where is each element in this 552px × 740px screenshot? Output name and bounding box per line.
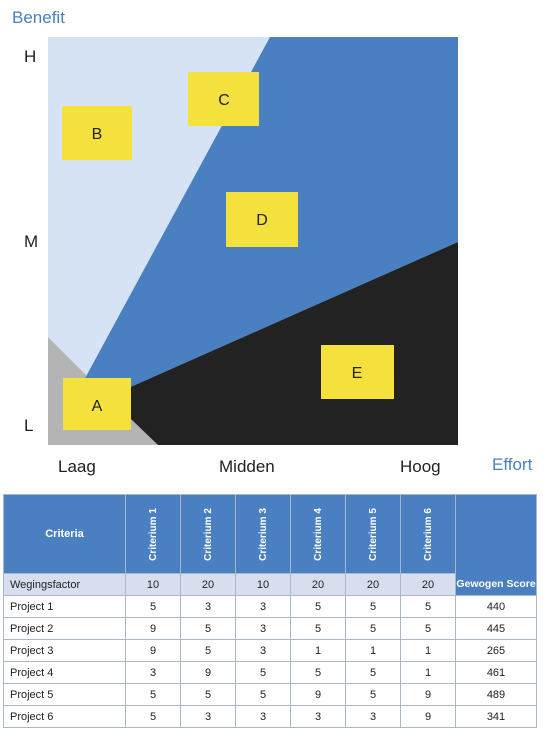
x-level-mid: Midden <box>219 457 275 476</box>
criterion-value: 5 <box>400 617 456 640</box>
box-b: B <box>62 106 132 160</box>
criterion-value: 5 <box>345 683 401 706</box>
criterion-value: 3 <box>290 705 346 728</box>
y-level-mid: M <box>24 232 39 251</box>
x-level-high: Hoog <box>400 457 441 476</box>
weighted-score: 341 <box>455 705 537 728</box>
weighted-score: 440 <box>455 595 537 618</box>
criterion-value: 9 <box>125 617 181 640</box>
criterion-value: 3 <box>235 705 291 728</box>
project-name: Project 2 <box>3 617 126 640</box>
x-axis-title: Effort <box>492 455 533 474</box>
criteria-table: Criteria Criterium 1 Criterium 2 Criteri… <box>3 494 537 728</box>
criterion-value: 3 <box>235 617 291 640</box>
criterion-value: 5 <box>180 639 236 662</box>
weighted-score: 265 <box>455 639 537 662</box>
criterion-value: 5 <box>290 595 346 618</box>
box-e-label: E <box>352 365 363 382</box>
weight-row: Wegingsfactor 10 20 10 20 20 20 <box>3 573 537 596</box>
project-name: Project 1 <box>3 595 126 618</box>
criterion-header-6: Criterium 6 <box>400 494 456 574</box>
criterion-header-1: Criterium 1 <box>125 494 181 574</box>
project-name: Project 3 <box>3 639 126 662</box>
project-name: Project 6 <box>3 705 126 728</box>
criterion-value: 5 <box>125 683 181 706</box>
criterion-value: 5 <box>345 661 401 684</box>
criterion-value: 3 <box>345 705 401 728</box>
project-name: Project 4 <box>3 661 126 684</box>
criterion-value: 5 <box>345 595 401 618</box>
criterion-value: 5 <box>290 661 346 684</box>
criterion-value: 5 <box>235 683 291 706</box>
criterion-value: 1 <box>290 639 346 662</box>
criterion-value: 9 <box>400 683 456 706</box>
criterion-value: 5 <box>235 661 291 684</box>
criterion-header-4: Criterium 4 <box>290 494 346 574</box>
criterion-value: 5 <box>180 683 236 706</box>
box-d-label: D <box>256 212 268 229</box>
criterion-value: 1 <box>400 661 456 684</box>
criterion-value: 5 <box>125 705 181 728</box>
criterion-value: 1 <box>400 639 456 662</box>
box-d: D <box>226 192 298 247</box>
box-a: A <box>63 378 131 430</box>
criterion-value: 3 <box>235 595 291 618</box>
criterion-value: 3 <box>235 639 291 662</box>
criteria-header: Criteria <box>3 494 126 574</box>
weight-cell: 10 <box>125 573 181 596</box>
weight-cell: 20 <box>345 573 401 596</box>
criterion-value: 1 <box>345 639 401 662</box>
score-header: Gewogen Score <box>455 494 537 596</box>
weight-cell: 20 <box>290 573 346 596</box>
criterion-value: 3 <box>125 661 181 684</box>
criterion-value: 3 <box>180 705 236 728</box>
box-c: C <box>188 72 259 126</box>
box-e: E <box>321 345 394 399</box>
weight-row-name: Wegingsfactor <box>3 573 126 596</box>
criterion-value: 3 <box>180 595 236 618</box>
weighted-score: 445 <box>455 617 537 640</box>
criterion-value: 5 <box>125 595 181 618</box>
y-axis-title: Benefit <box>12 8 65 27</box>
criterion-header-3: Criterium 3 <box>235 494 291 574</box>
y-level-high: H <box>24 47 37 66</box>
criterion-value: 9 <box>180 661 236 684</box>
criterion-value: 5 <box>180 617 236 640</box>
criterion-value: 5 <box>290 617 346 640</box>
effort-benefit-matrix: A B C D E <box>48 37 458 445</box>
criterion-header-2: Criterium 2 <box>180 494 236 574</box>
criterion-header-5: Criterium 5 <box>345 494 401 574</box>
weight-cell: 10 <box>235 573 291 596</box>
weight-cell: 20 <box>180 573 236 596</box>
box-c-label: C <box>218 92 230 109</box>
x-level-low: Laag <box>58 457 96 476</box>
criterion-value: 9 <box>290 683 346 706</box>
box-a-label: A <box>92 398 103 415</box>
criterion-value: 5 <box>345 617 401 640</box>
y-level-low: L <box>24 416 34 435</box>
weighted-score: 461 <box>455 661 537 684</box>
criterion-value: 9 <box>125 639 181 662</box>
weighted-score: 489 <box>455 683 537 706</box>
weight-cell: 20 <box>400 573 456 596</box>
box-b-label: B <box>92 126 103 143</box>
project-name: Project 5 <box>3 683 126 706</box>
criterion-value: 5 <box>400 595 456 618</box>
criterion-value: 9 <box>400 705 456 728</box>
